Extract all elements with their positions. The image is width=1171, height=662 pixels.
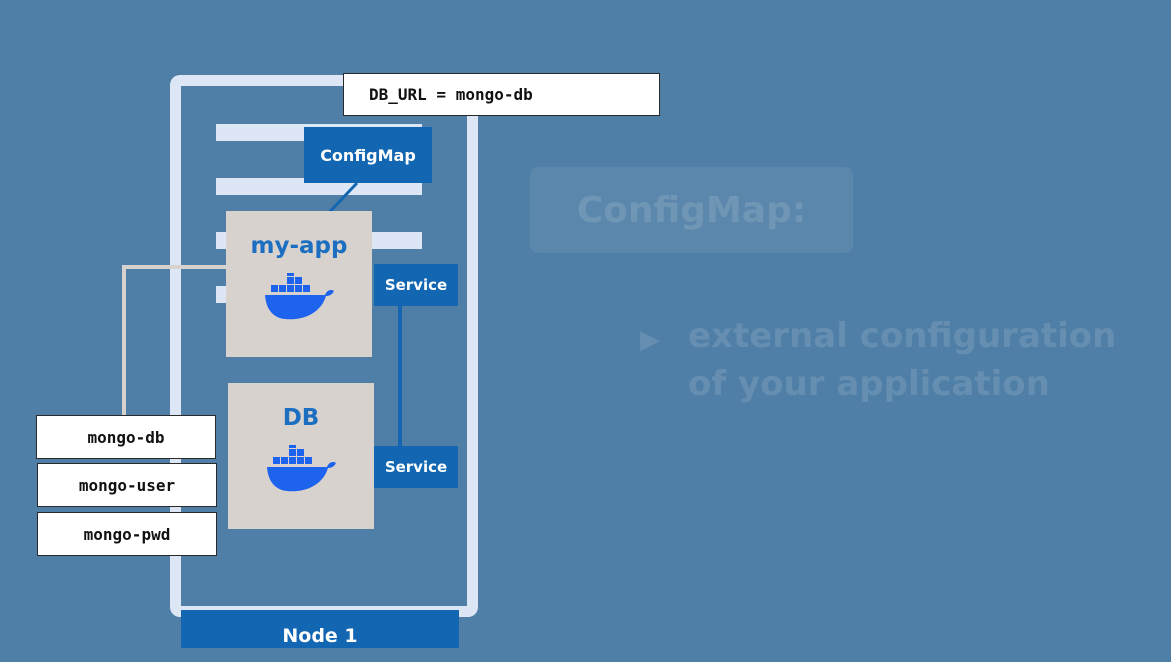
- my-app-pod: my-app: [226, 211, 372, 357]
- slide-title: ConfigMap:: [530, 167, 853, 253]
- secret-value-box: mongo-pwd: [37, 512, 217, 556]
- secret-value-box: mongo-user: [37, 463, 217, 507]
- docker-whale-icon: [267, 445, 336, 492]
- bullet-arrow-icon: ▶: [640, 325, 660, 355]
- app-service-box: Service: [374, 264, 458, 306]
- docker-whale-icon: [265, 273, 334, 320]
- node-label: Node 1: [181, 610, 459, 648]
- bullet-line: of your application: [688, 364, 1050, 404]
- pod-title: DB: [282, 405, 320, 431]
- db-service-box: Service: [374, 446, 458, 488]
- configmap-value-box: DB_URL = mongo-db: [343, 73, 660, 116]
- bullet-line: external configuration: [688, 316, 1117, 356]
- configmap-box: ConfigMap: [304, 127, 432, 183]
- pod-title: my-app: [250, 233, 348, 259]
- db-pod: DB: [228, 383, 374, 529]
- secret-value-box: mongo-db: [36, 415, 216, 459]
- slide-bullet: ▶ external configuration of your applica…: [640, 312, 1140, 408]
